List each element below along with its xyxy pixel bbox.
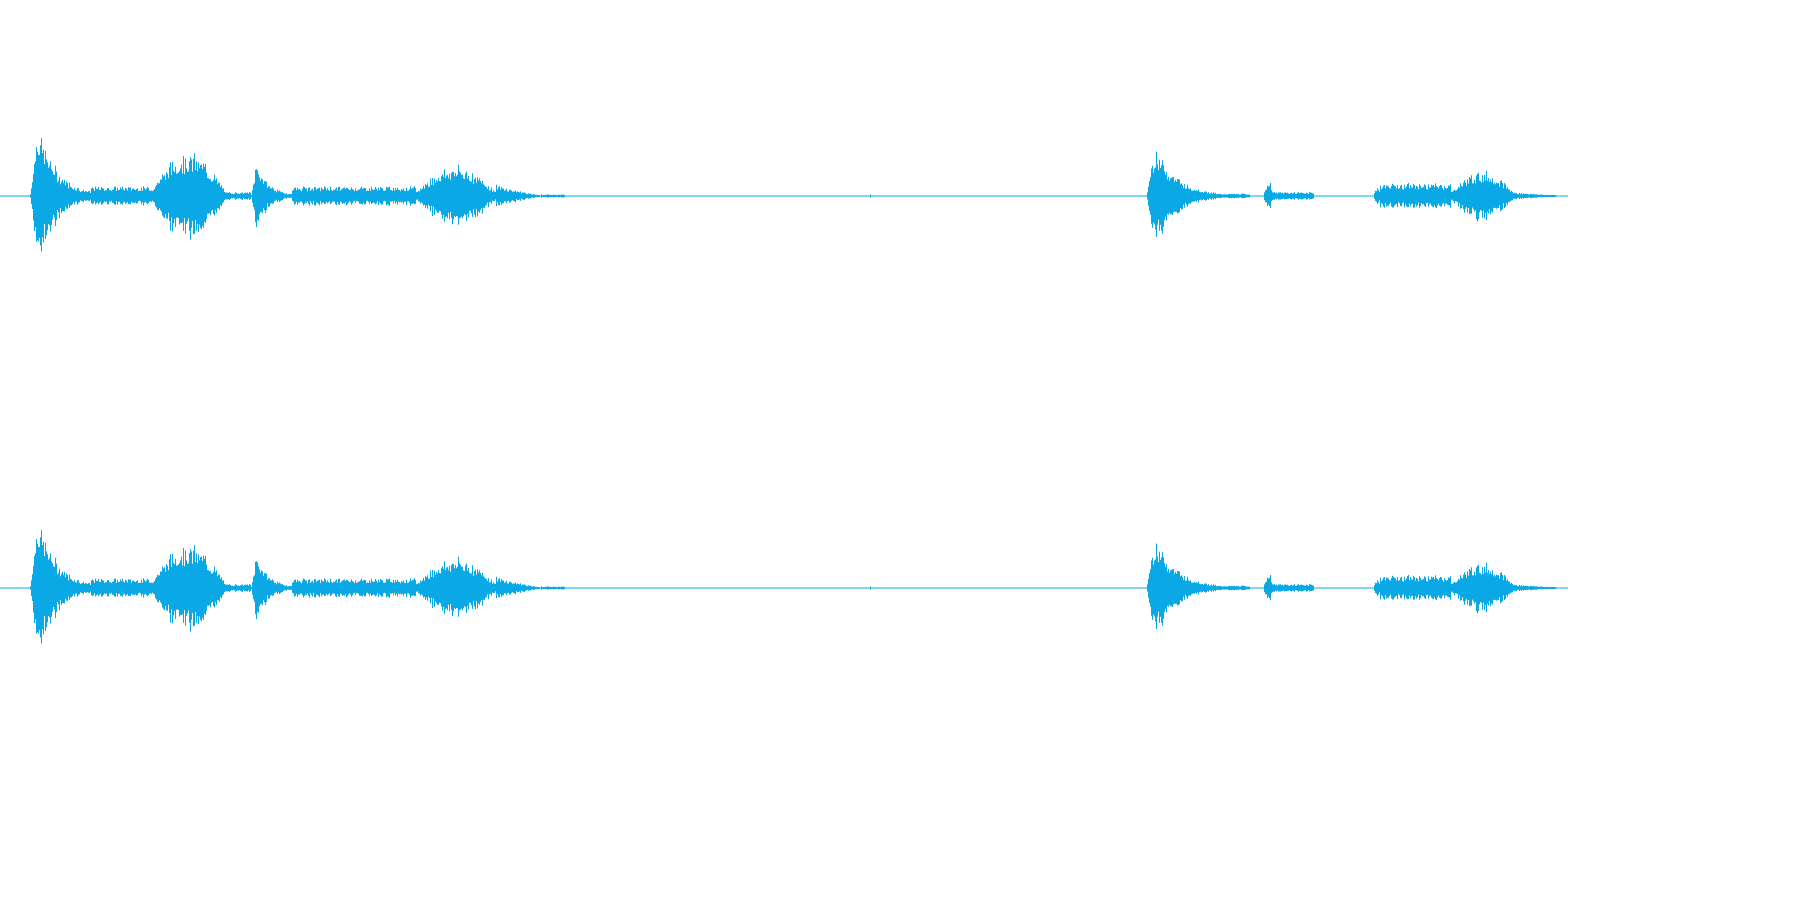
channel-1-samples (30, 138, 1556, 252)
channel-2-waveform-svg (0, 530, 1568, 644)
channel-2-samples (30, 530, 1556, 644)
channel-2-waveform[interactable] (0, 392, 1568, 784)
channel-1-waveform-svg (0, 138, 1568, 252)
waveform-view[interactable] (0, 0, 1568, 784)
channel-1-waveform[interactable] (0, 0, 1568, 392)
